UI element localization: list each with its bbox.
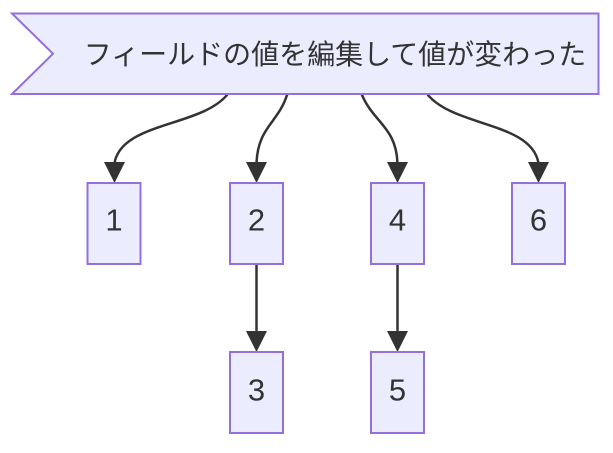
- node-box: [511, 182, 566, 265]
- edge-banner-to-6: [426, 93, 549, 183]
- node-label: 4: [389, 203, 406, 238]
- edge-2-to-3: [246, 262, 267, 352]
- node-2: 2: [229, 182, 284, 265]
- arrowhead-icon: [387, 331, 408, 352]
- node-5: 5: [370, 351, 425, 434]
- node-banner: フィールドの値を編集して値が変わった: [9, 12, 600, 95]
- banner-label: フィールドの値を編集して値が変わった: [84, 39, 587, 70]
- edge-4-to-5: [387, 262, 408, 352]
- edge-banner-to-4: [360, 93, 408, 183]
- edge-banner-to-2: [246, 93, 289, 183]
- arrowhead-icon: [246, 331, 267, 352]
- edge-banner-to-1: [104, 93, 229, 183]
- node-box: [370, 351, 425, 434]
- node-label: 3: [248, 373, 265, 408]
- node-6: 6: [511, 182, 566, 265]
- banner-shape: [9, 12, 600, 95]
- node-box: [229, 351, 284, 434]
- arrowhead-icon: [387, 162, 408, 183]
- node-label: 1: [105, 203, 122, 238]
- edge-line: [255, 93, 289, 165]
- edge-line: [113, 93, 229, 165]
- node-4: 4: [370, 182, 425, 265]
- arrowhead-icon: [104, 162, 125, 183]
- node-label: 2: [248, 203, 265, 238]
- node-1: 1: [86, 182, 142, 265]
- edge-line: [426, 93, 540, 165]
- arrowhead-icon: [528, 162, 549, 183]
- arrowhead-icon: [246, 162, 267, 183]
- node-label: 6: [530, 203, 547, 238]
- edge-line: [360, 93, 399, 165]
- node-box: [370, 182, 425, 265]
- node-box: [86, 182, 142, 265]
- node-3: 3: [229, 351, 284, 434]
- node-label: 5: [389, 373, 406, 408]
- node-box: [229, 182, 284, 265]
